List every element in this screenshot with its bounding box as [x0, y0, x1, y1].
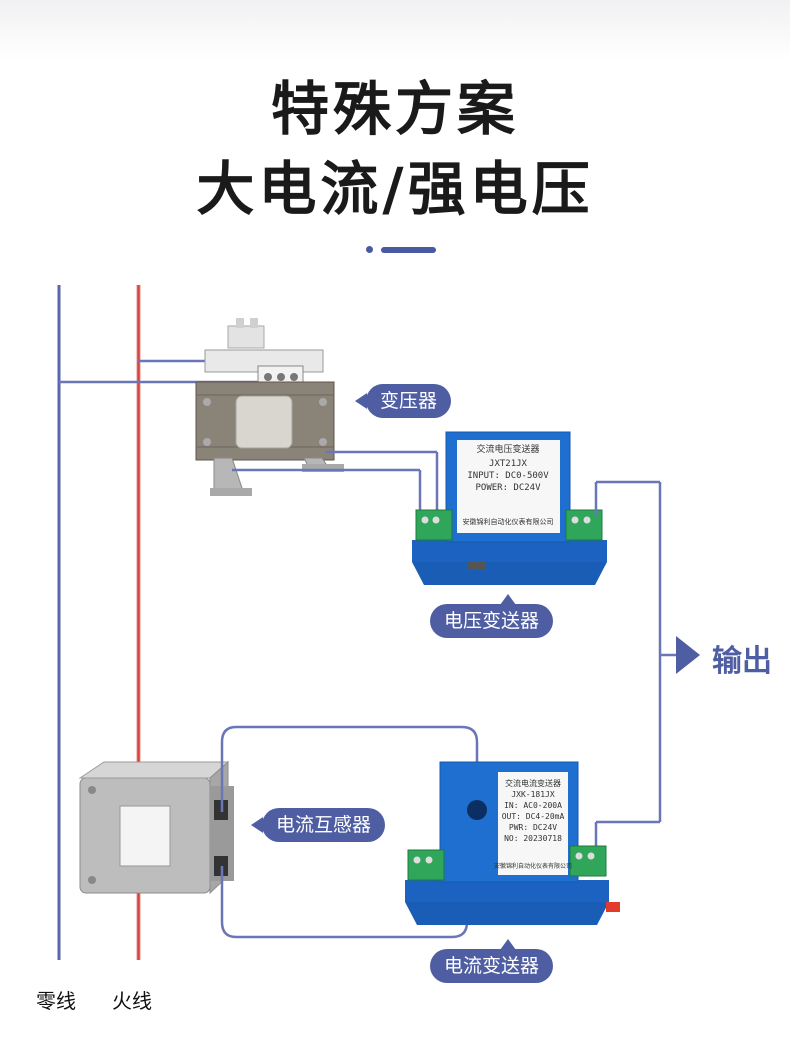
- it-panel-title: 交流电流变送器: [505, 778, 561, 788]
- page-title-line-1: 特殊方案: [270, 75, 519, 143]
- page-title-line-2: 大电流/强电压: [196, 155, 594, 223]
- vt-panel-power: POWER: DC24V: [475, 483, 541, 493]
- it-panel-power: PWR: DC24V: [509, 823, 557, 832]
- vt-panel-model: JXT21JX: [489, 459, 528, 469]
- callout-current-transmitter: 电流变送器: [430, 939, 554, 983]
- it-panel-input: IN: AC0-200A: [504, 801, 562, 810]
- current-transformer-image: [78, 760, 234, 895]
- output-arrow-icon: [676, 636, 700, 674]
- transformer-image: [195, 318, 344, 496]
- callout-current-transformer: 电流互感器: [250, 808, 386, 842]
- it-panel-maker: 安徽锦利自动化仪表有限公司: [494, 862, 572, 870]
- voltage-transmitter-image: [412, 431, 607, 585]
- vt-panel-input: INPUT: DC0-500V: [467, 471, 549, 481]
- it-panel-output: OUT: DC4-20mA: [502, 812, 565, 821]
- neutral-line-label: 零线: [36, 989, 76, 1013]
- current-transmitter-image: [405, 761, 620, 925]
- callout-voltage-transmitter: 电压变送器: [430, 594, 554, 638]
- title-divider-bar: [381, 247, 436, 253]
- live-line-label: 火线: [112, 989, 152, 1013]
- title-divider-dot: [366, 246, 373, 253]
- it-panel-model: JXK-181JX: [511, 790, 555, 799]
- it-panel-number: NO: 20230718: [504, 834, 562, 843]
- vt-panel-maker: 安徽锦利自动化仪表有限公司: [463, 517, 554, 526]
- output-label: 输出: [712, 644, 772, 679]
- callout-transformer: 变压器: [354, 384, 452, 418]
- vt-panel-title: 交流电压变送器: [476, 443, 539, 455]
